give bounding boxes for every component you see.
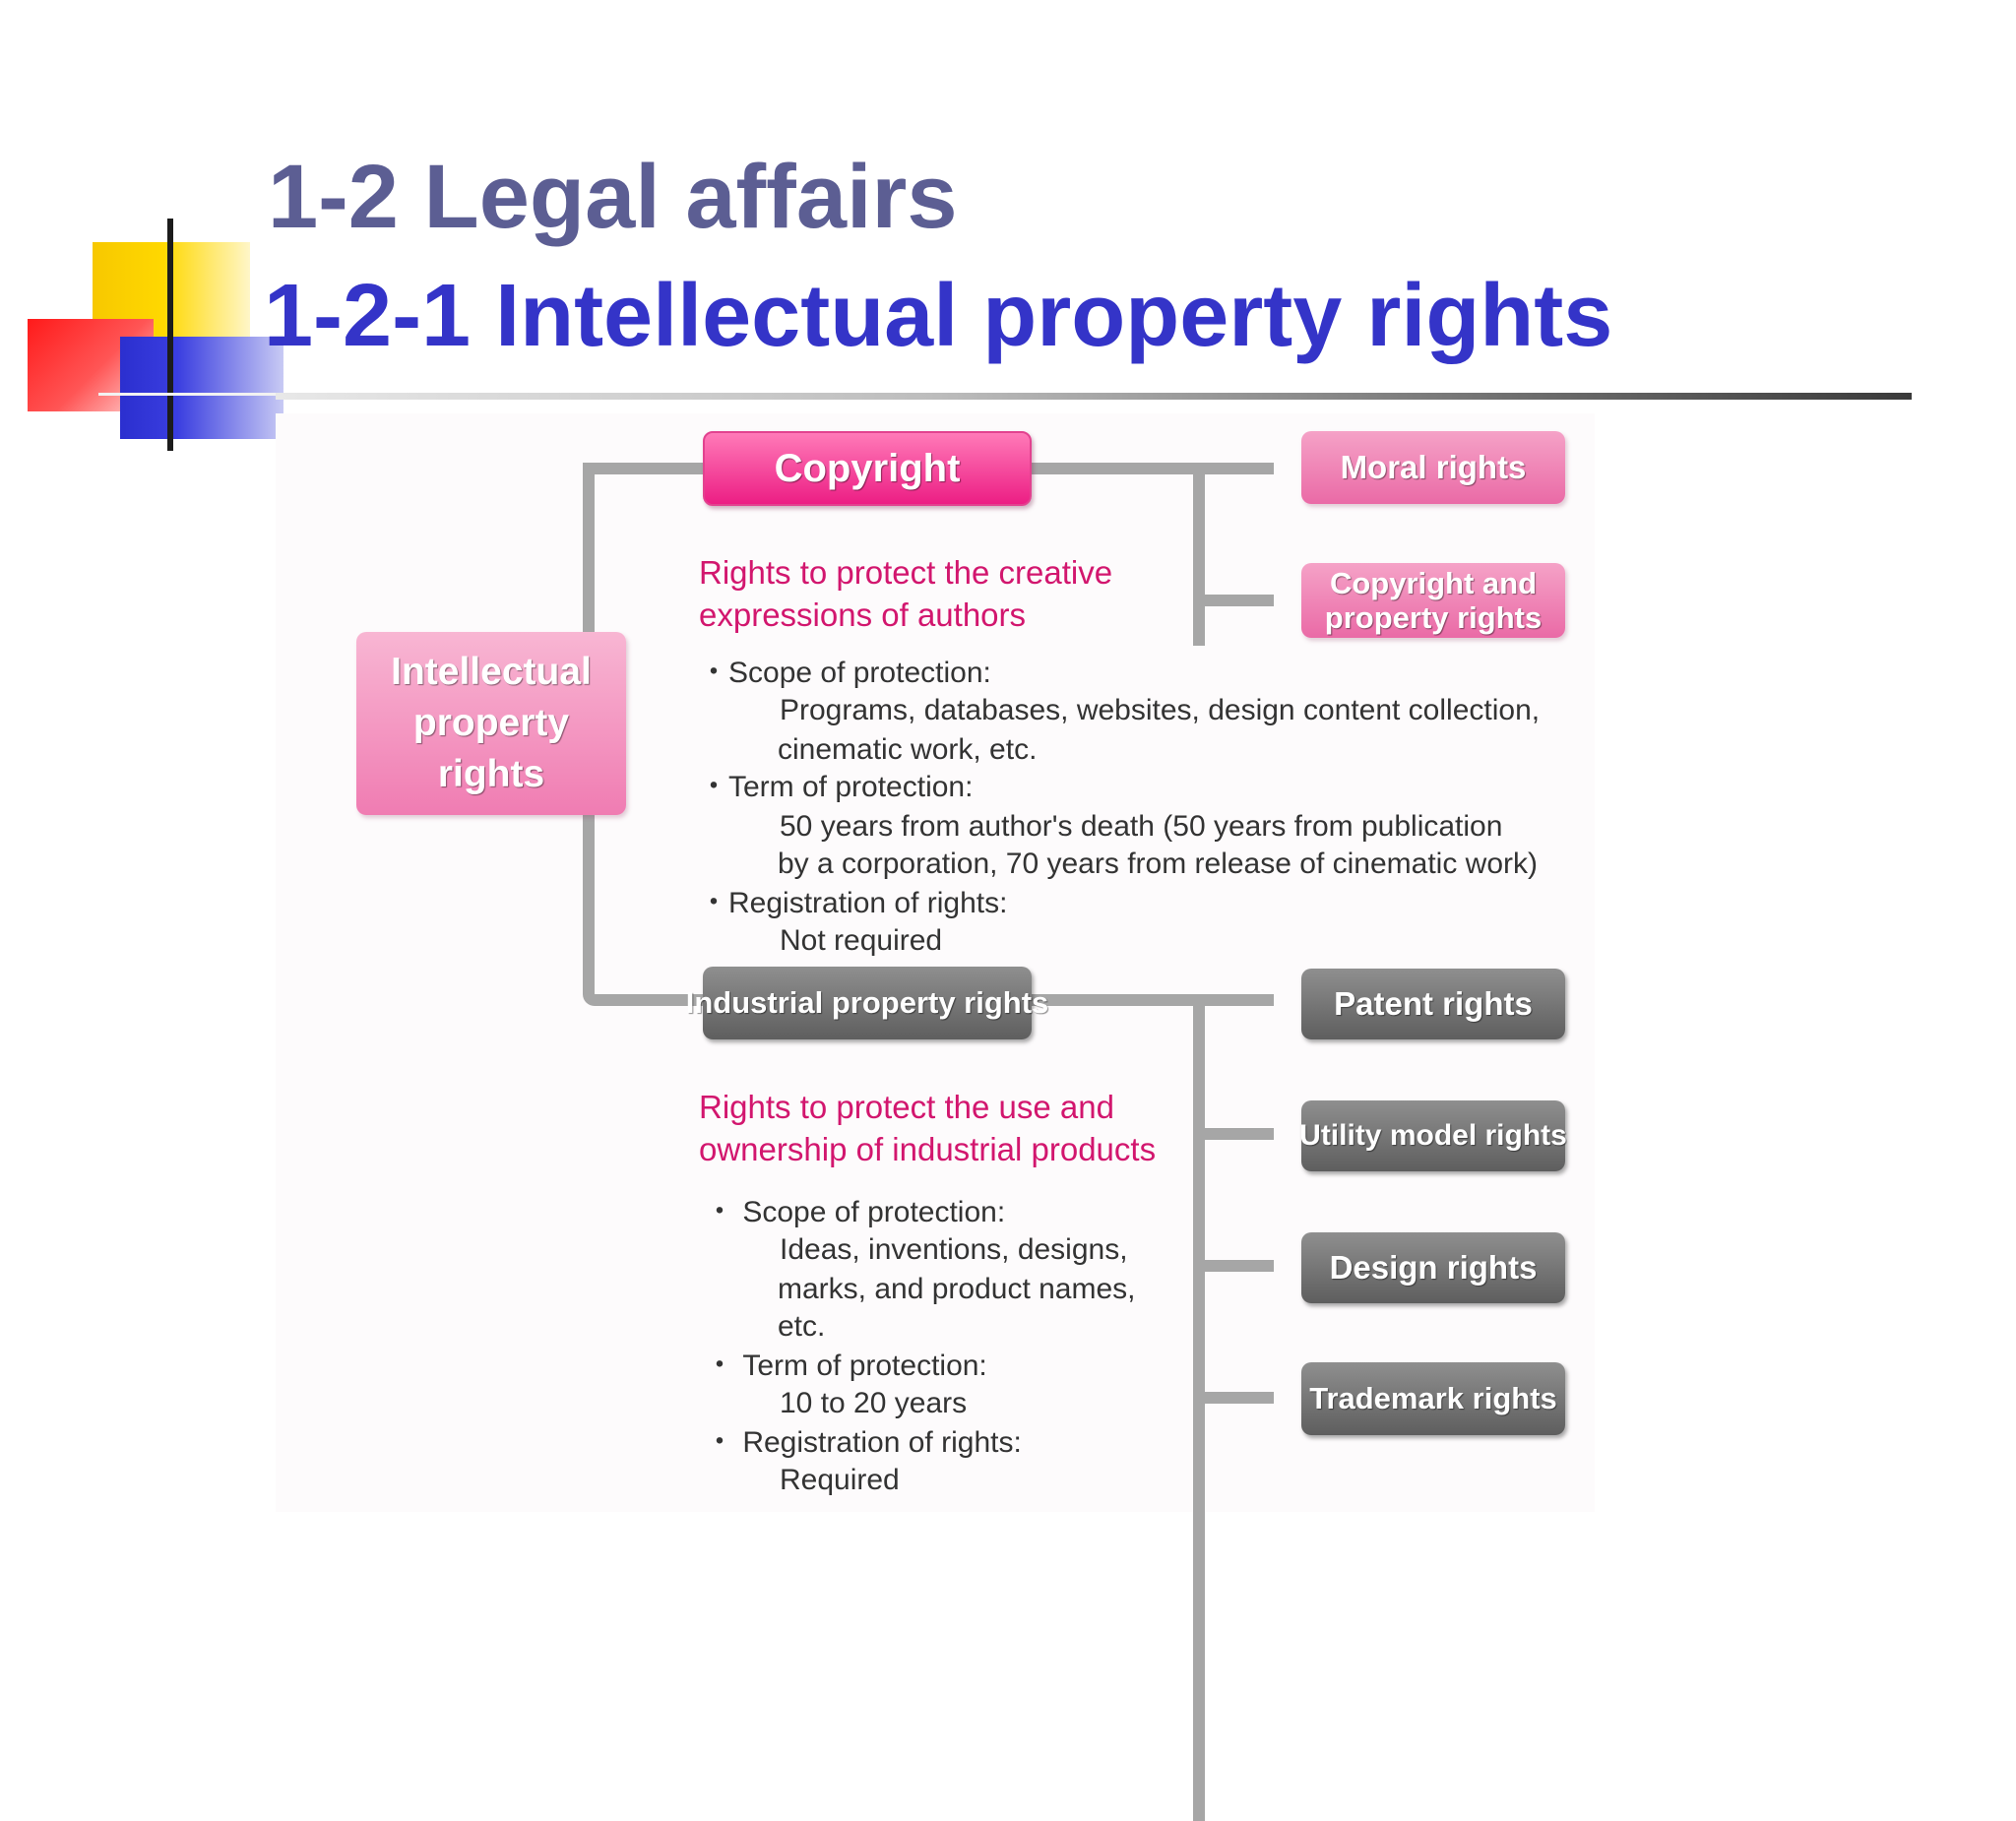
industrial-description-line-1: Rights to protect the use and [699, 1089, 1114, 1125]
title-divider [276, 393, 1912, 400]
industrial-property-rights-box: Industrial property rights [686, 967, 1048, 1039]
connector-copyright-vertical [1193, 463, 1205, 646]
industrial-scope-line-3: etc. [778, 1310, 826, 1343]
industrial-scope-line-2: marks, and product names, [778, 1273, 1136, 1305]
connector-to-copyright-property [1193, 595, 1274, 606]
industrial-term-value: 10 to 20 years [780, 1387, 968, 1419]
copyright-property-rights-box: Copyright and property rights [1301, 563, 1565, 638]
industrial-registration-label: ・ Registration of rights: [705, 1426, 1022, 1459]
industrial-registration-value: Required [780, 1464, 900, 1496]
industrial-property-rights-label: Industrial property rights [685, 985, 1049, 1020]
industrial-description-line-2: ownership of industrial products [699, 1131, 1157, 1167]
intellectual-property-rights-box: Intellectual property rights [356, 632, 626, 815]
page-subtitle: 1-2-1 Intellectual property rights [264, 267, 1613, 365]
copyright-description-line-1: Rights to protect the creative [699, 554, 1113, 591]
connector-to-industrial [583, 994, 711, 1006]
connector-industrial-vertical [1193, 994, 1205, 1821]
copyright-box: Copyright [703, 431, 1032, 506]
connector-to-moral-rights [1205, 463, 1274, 474]
industrial-term-label: ・ Term of protection: [705, 1350, 987, 1382]
patent-rights-box: Patent rights [1301, 969, 1565, 1039]
page-title: 1-2 Legal affairs [268, 147, 958, 247]
design-rights-box: Design rights [1301, 1232, 1565, 1303]
design-rights-label: Design rights [1329, 1249, 1538, 1286]
trademark-rights-box: Trademark rights [1301, 1362, 1565, 1435]
connector-to-patent [1205, 994, 1274, 1006]
copyright-term-line-2: by a corporation, 70 years from release … [778, 848, 1538, 880]
copyright-label: Copyright [774, 446, 961, 490]
industrial-scope-label: ・ Scope of protection: [705, 1196, 1006, 1228]
utility-model-rights-box: Utility model rights [1299, 1100, 1567, 1171]
moral-rights-label: Moral rights [1340, 449, 1527, 485]
logo-horizontal-line [98, 393, 284, 396]
connector-to-utility-model [1205, 1128, 1274, 1140]
copyright-term-line-1: 50 years from author's death (50 years f… [780, 810, 1503, 843]
patent-rights-label: Patent rights [1334, 985, 1533, 1022]
copyright-registration-label: ・Registration of rights: [699, 887, 1008, 919]
copyright-scope-line-2: cinematic work, etc. [778, 733, 1038, 766]
connector-to-copyright [583, 463, 711, 474]
copyright-scope-label: ・Scope of protection: [699, 657, 991, 689]
copyright-registration-value: Not required [780, 924, 943, 957]
moral-rights-box: Moral rights [1301, 431, 1565, 504]
copyright-scope-line-1: Programs, databases, websites, design co… [780, 694, 1541, 726]
root-label: Intellectual property rights [391, 651, 592, 795]
logo-vertical-line [167, 219, 173, 451]
industrial-scope-line-1: Ideas, inventions, designs, [780, 1233, 1128, 1266]
utility-model-rights-label: Utility model rights [1299, 1119, 1567, 1152]
logo-blue-square [120, 337, 284, 439]
copyright-property-rights-label: Copyright and property rights [1324, 566, 1543, 635]
copyright-term-label: ・Term of protection: [699, 771, 974, 803]
trademark-rights-label: Trademark rights [1309, 1381, 1557, 1415]
ip-rights-diagram: Intellectual property rights Copyright M… [276, 413, 1595, 1821]
connector-to-trademark [1193, 1392, 1274, 1404]
connector-to-design [1205, 1260, 1274, 1272]
copyright-description-line-2: expressions of authors [699, 597, 1027, 633]
